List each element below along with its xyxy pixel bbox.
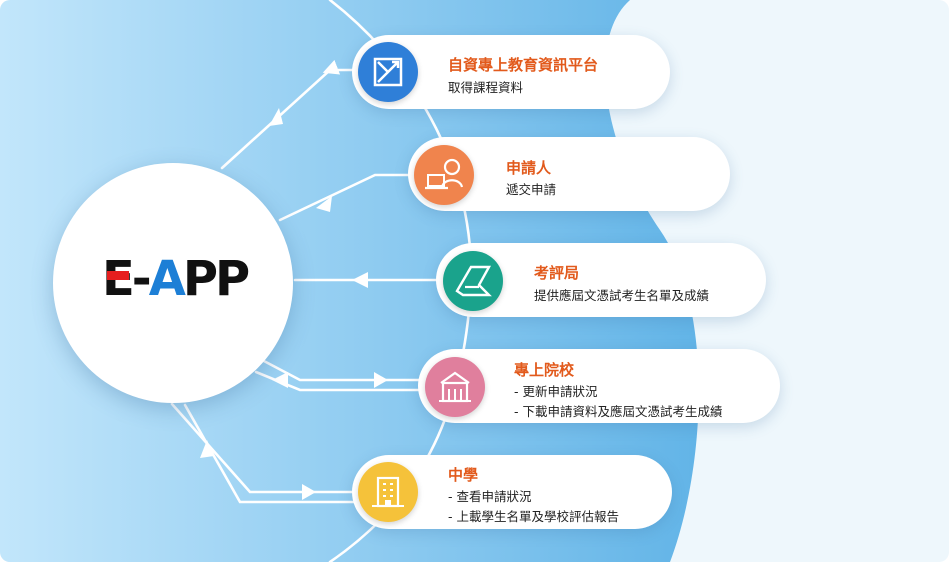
e-app-logo: E-APP [102,251,250,307]
node-line: - 下載申請資料及應屆文憑試考生成績 [514,404,723,419]
node-title: 專上院校 [514,361,575,379]
node-line: 提供應屆文憑試考生名單及成績 [534,288,710,303]
institution-building-icon [425,357,485,417]
node-line: - 查看申請狀況 [448,489,532,504]
node-title: 中學 [448,466,479,484]
node-line: - 上載學生名單及學校評估報告 [448,509,619,524]
platform-icon [358,42,418,102]
node-line: 遞交申請 [506,182,557,197]
node-line: - 更新申請狀況 [514,384,598,399]
applicant-laptop-icon [414,145,474,205]
arrowheads [200,108,388,500]
school-building-icon [358,462,418,522]
node-title: 考評局 [534,264,580,282]
node-line: 取得課程資料 [448,80,524,95]
hkeaa-logo-icon [443,251,503,311]
e-app-hub [53,163,293,403]
node-title: 申請人 [506,159,552,177]
node-title: 自資專上教育資訊平台 [448,56,599,74]
